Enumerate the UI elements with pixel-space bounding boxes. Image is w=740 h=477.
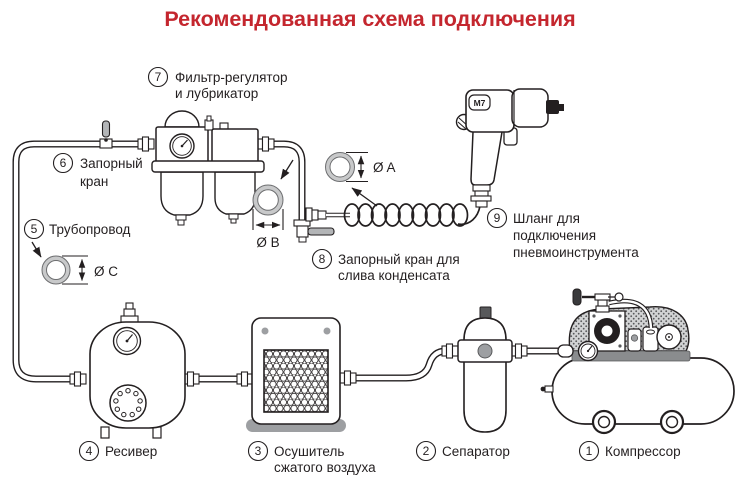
svg-text:Компрессор: Компрессор xyxy=(605,444,681,459)
lubricator-bowl xyxy=(214,171,256,215)
label-separator: 2 Сепаратор xyxy=(415,440,510,462)
svg-text:сжатого воздуха: сжатого воздуха xyxy=(274,460,376,475)
svg-text:7: 7 xyxy=(155,70,162,84)
air-inlet-coupler xyxy=(470,184,492,208)
dimension-c: Ø C xyxy=(31,241,118,285)
receiver-gauge xyxy=(112,326,142,356)
label-filter-regulator: 7 Фильтр-регулятор и лубрикатор xyxy=(147,66,287,101)
filter-regulator-lubricator xyxy=(151,110,265,226)
dimension-a: Ø A xyxy=(325,151,396,207)
tool-logo-plate xyxy=(468,94,491,111)
compressor xyxy=(540,288,735,435)
svg-text:5: 5 xyxy=(31,222,38,236)
svg-text:пневмоинструмента: пневмоинструмента xyxy=(513,245,639,260)
pipe-fitting xyxy=(69,371,87,387)
pipe-fitting xyxy=(137,136,155,152)
svg-text:кран: кран xyxy=(80,174,108,189)
svg-text:Ресивер: Ресивер xyxy=(105,444,157,459)
svg-text:2: 2 xyxy=(423,444,430,458)
svg-text:Сепаратор: Сепаратор xyxy=(442,444,510,459)
label-pipeline: 5 Трубопровод xyxy=(23,218,131,240)
coil-hose xyxy=(326,203,481,227)
square-drive xyxy=(546,100,559,114)
separator xyxy=(457,306,513,433)
pipework xyxy=(12,136,560,387)
svg-text:Трубопровод: Трубопровод xyxy=(49,222,131,237)
label-compressor: 1 Компрессор xyxy=(578,440,681,462)
filter-bowl xyxy=(160,171,204,216)
compressor-tank xyxy=(551,357,735,425)
condensate-drain-valve xyxy=(293,219,335,243)
air-dryer xyxy=(246,317,346,432)
svg-text:подключения: подключения xyxy=(513,228,596,243)
pipe-fitting xyxy=(441,343,459,359)
svg-text:слива конденсата: слива конденсата xyxy=(338,268,450,283)
shutoff-valve xyxy=(99,120,113,149)
svg-text:6: 6 xyxy=(60,156,67,170)
inlet-coupler xyxy=(557,344,574,358)
tool-handle xyxy=(470,125,504,186)
page-title: Рекомендованная схема подключения xyxy=(164,7,575,31)
svg-text:Ø A: Ø A xyxy=(373,160,396,175)
separator-bottle xyxy=(463,317,507,433)
compressor-top-valve xyxy=(572,288,654,329)
hose-t-fitting xyxy=(305,207,327,222)
compressor-wheel xyxy=(659,409,685,435)
pipe-fitting xyxy=(257,136,275,152)
compressor-gauge xyxy=(577,340,599,362)
svg-text:Ø B: Ø B xyxy=(256,235,279,250)
svg-text:8: 8 xyxy=(319,252,326,266)
svg-text:3: 3 xyxy=(255,444,262,458)
svg-text:и лубрикатор: и лубрикатор xyxy=(175,86,258,101)
drain-cock xyxy=(544,385,554,393)
dryer-grille xyxy=(263,349,329,413)
svg-text:Запорный кран для: Запорный кран для xyxy=(338,252,460,267)
receiver-flange xyxy=(109,384,147,422)
svg-text:Запорный: Запорный xyxy=(80,156,143,171)
svg-text:1: 1 xyxy=(586,444,593,458)
regulator-gauge xyxy=(169,133,195,159)
receiver xyxy=(89,302,186,439)
separator-cap xyxy=(479,306,492,320)
compressor-wheel xyxy=(591,409,617,435)
tool-logo: M7 xyxy=(474,98,486,108)
pipe-fitting xyxy=(236,371,254,387)
label-drain-valve: 8 Запорный кран для слива конденсата xyxy=(311,248,460,283)
svg-text:Фильтр-регулятор: Фильтр-регулятор xyxy=(175,70,287,85)
label-shutoff-valve: 6 Запорный кран xyxy=(52,152,143,189)
svg-text:Осушитель: Осушитель xyxy=(274,444,344,459)
label-dryer: 3 Осушитель сжатого воздуха xyxy=(247,440,376,475)
pipe-fitting xyxy=(510,343,528,359)
svg-text:4: 4 xyxy=(86,444,93,458)
flywheel xyxy=(656,324,682,350)
pipe-fitting xyxy=(339,370,357,386)
label-receiver: 4 Ресивер xyxy=(78,440,157,462)
svg-text:Ø C: Ø C xyxy=(94,264,118,279)
hammer-case xyxy=(511,88,549,128)
impact-wrench: M7 xyxy=(455,88,564,208)
svg-text:Шланг для: Шланг для xyxy=(513,211,580,226)
svg-text:9: 9 xyxy=(494,211,501,225)
label-hose: 9 Шланг для подключения пневмоинструмент… xyxy=(486,207,639,260)
dimension-b: Ø B xyxy=(252,159,294,250)
